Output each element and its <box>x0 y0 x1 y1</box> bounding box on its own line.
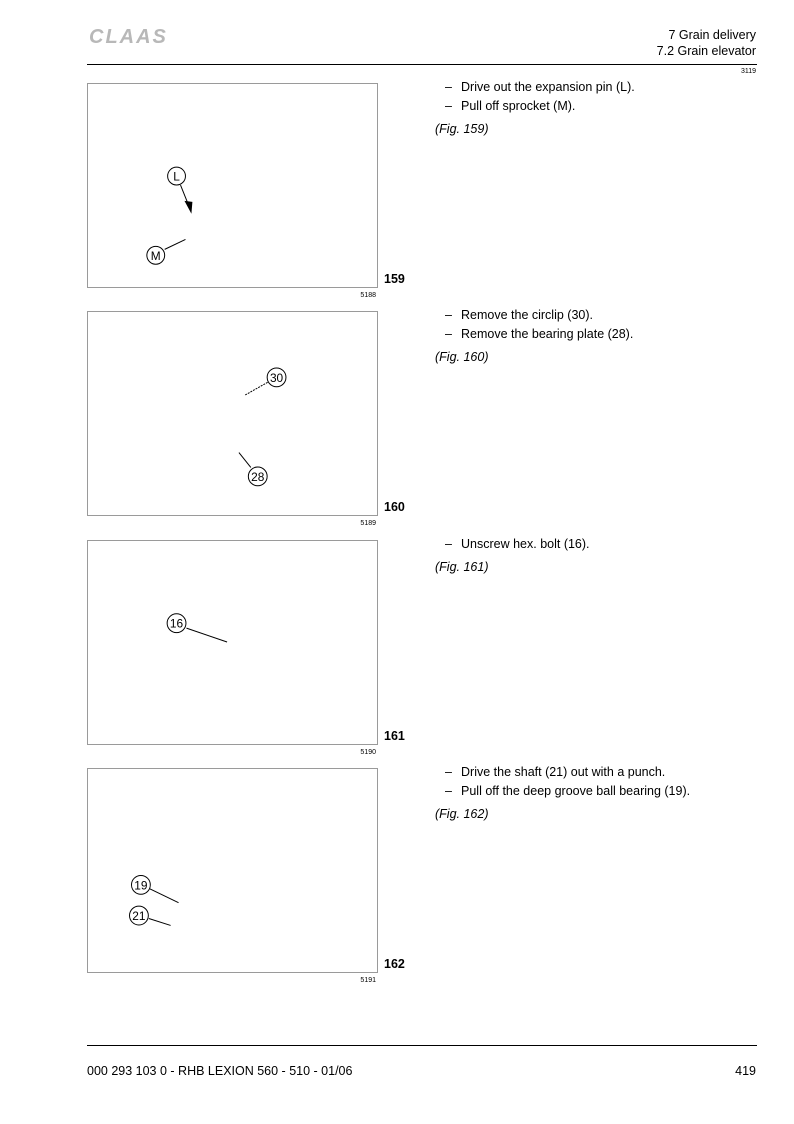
step-list: –Unscrew hex. bolt (16). <box>445 535 590 554</box>
step-list: –Remove the circlip (30). –Remove the be… <box>445 306 633 344</box>
page-code: 3119 <box>740 68 756 75</box>
image-code: 5191 <box>360 977 376 984</box>
step-list: –Drive out the expansion pin (L). –Pull … <box>445 78 635 116</box>
figure-number: 161 <box>384 729 405 743</box>
figure-161-image: 16 <box>87 540 378 745</box>
image-code: 5190 <box>360 749 376 756</box>
figure-reference: (Fig. 162) <box>435 807 489 821</box>
callout-28: 28 <box>251 470 265 484</box>
callout-m: M <box>151 249 161 263</box>
step-item: –Pull off sprocket (M). <box>445 99 576 113</box>
figure-161-drawing: 16 <box>166 613 228 643</box>
figure-number: 162 <box>384 957 405 971</box>
page-number: 419 <box>735 1064 756 1078</box>
step-item: –Unscrew hex. bolt (16). <box>445 537 590 551</box>
arrow-icon <box>184 200 193 214</box>
step-item: –Pull off the deep groove ball bearing (… <box>445 784 691 798</box>
header-rule <box>87 64 757 65</box>
step-item: –Remove the bearing plate (28). <box>445 327 634 341</box>
figure-reference: (Fig. 160) <box>435 350 489 364</box>
step-item: –Drive out the expansion pin (L). <box>445 80 635 94</box>
figure-162-image: 19 21 <box>87 768 378 973</box>
figure-number: 159 <box>384 272 405 286</box>
claas-logo: CLAAS <box>89 26 168 46</box>
document-id: 000 293 103 0 - RHB LEXION 560 - 510 - 0… <box>87 1064 353 1078</box>
chapter-title: 7 Grain delivery <box>668 28 756 42</box>
figure-reference: (Fig. 161) <box>435 560 489 574</box>
figure-160-image: 30 28 <box>87 311 378 516</box>
callout-l: L <box>173 170 180 184</box>
callout-19: 19 <box>134 878 148 892</box>
figure-162-drawing: 19 21 <box>129 874 179 926</box>
figure-number: 160 <box>384 500 405 514</box>
footer-rule <box>87 1045 757 1046</box>
step-list: –Drive the shaft (21) out with a punch. … <box>445 763 690 801</box>
image-code: 5188 <box>360 292 376 299</box>
callout-21: 21 <box>132 909 146 923</box>
step-item: –Drive the shaft (21) out with a punch. <box>445 765 666 779</box>
callout-16: 16 <box>170 617 184 631</box>
section-title: 7.2 Grain elevator <box>656 44 756 58</box>
image-code: 5189 <box>360 520 376 527</box>
figure-159-image: L M <box>87 83 378 288</box>
figure-reference: (Fig. 159) <box>435 122 489 136</box>
step-item: –Remove the circlip (30). <box>445 308 593 322</box>
callout-30: 30 <box>270 371 284 385</box>
figure-160-drawing: 30 28 <box>238 367 287 487</box>
claas-logo-text: CLAAS <box>89 26 168 46</box>
figure-159-drawing: L M <box>146 166 193 265</box>
